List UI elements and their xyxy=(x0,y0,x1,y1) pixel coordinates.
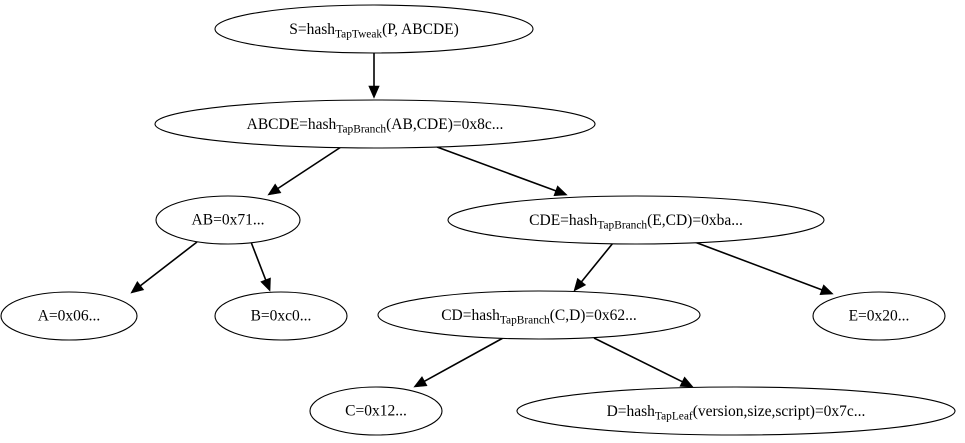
node-label-abcde: ABCDE=hashTapBranch(AB,CDE)=0x8c... xyxy=(247,116,504,135)
node-a[interactable]: A=0x06... xyxy=(0,291,138,341)
edge-line xyxy=(579,242,614,284)
node-abcde[interactable]: ABCDE=hashTapBranch(AB,CDE)=0x8c... xyxy=(154,99,596,149)
node-label-ab: AB=0x71... xyxy=(192,212,265,229)
edge-line xyxy=(250,241,268,282)
edge-arrowhead-icon xyxy=(553,185,568,197)
node-d[interactable]: D=hashTapLeaf(version,size,script)=0x7c.… xyxy=(516,386,956,436)
edge-arrowhead-icon xyxy=(260,277,271,292)
node-label-cd: CD=hashTapBranch(C,D)=0x62... xyxy=(441,307,637,326)
node-label-b: B=0xc0... xyxy=(251,308,312,325)
edge-cd-to-d xyxy=(593,337,694,388)
edge-arrowhead-icon xyxy=(413,376,428,388)
edge-cde-to-cd xyxy=(573,242,614,292)
node-ellipse-d xyxy=(516,386,956,436)
edge-line xyxy=(593,337,685,384)
edge-line xyxy=(691,240,824,292)
edge-line xyxy=(275,146,342,191)
edge-arrowhead-icon xyxy=(819,284,834,295)
node-ellipse-c xyxy=(309,386,443,436)
edge-cd-to-c xyxy=(413,337,504,388)
node-c[interactable]: C=0x12... xyxy=(309,386,443,436)
edge-arrowhead-icon xyxy=(573,277,587,292)
node-ab[interactable]: AB=0x71... xyxy=(155,195,301,245)
edge-ab-to-a xyxy=(130,241,198,294)
node-ellipse-abcde xyxy=(154,99,596,149)
edge-line xyxy=(436,146,558,193)
edge-line xyxy=(422,337,504,383)
node-s[interactable]: S=hashTapTweak(P, ABCDE) xyxy=(214,4,534,54)
node-ellipse-e xyxy=(812,291,946,341)
node-ellipse-cde xyxy=(447,195,825,245)
node-ellipse-b xyxy=(214,291,348,341)
edge-s-to-abcde xyxy=(368,53,380,99)
node-label-c: C=0x12... xyxy=(345,403,407,420)
edges-layer xyxy=(130,53,834,388)
edge-ab-to-b xyxy=(250,241,271,292)
node-ellipse-s xyxy=(214,4,534,54)
node-ellipse-cd xyxy=(377,290,701,340)
edge-arrowhead-icon xyxy=(267,183,282,196)
node-label-cde: CDE=hashTapBranch(E,CD)=0xba... xyxy=(529,212,743,231)
edge-line xyxy=(138,241,198,288)
node-label-a: A=0x06... xyxy=(38,308,101,325)
edge-abcde-to-ab xyxy=(267,146,342,196)
node-e[interactable]: E=0x20... xyxy=(812,291,946,341)
edge-arrowhead-icon xyxy=(130,281,145,294)
node-label-d: D=hashTapLeaf(version,size,script)=0x7c.… xyxy=(607,403,866,422)
edge-cde-to-e xyxy=(691,240,834,295)
node-label-e: E=0x20... xyxy=(849,308,910,325)
edge-arrowhead-icon xyxy=(368,85,380,99)
nodes-layer: S=hashTapTweak(P, ABCDE) ABCDE=hashTapBra… xyxy=(0,4,956,436)
node-ellipse-a xyxy=(0,291,138,341)
edge-abcde-to-cde xyxy=(436,146,568,197)
node-cd[interactable]: CD=hashTapBranch(C,D)=0x62... xyxy=(377,290,701,340)
node-cde[interactable]: CDE=hashTapBranch(E,CD)=0xba... xyxy=(447,195,825,245)
node-label-s: S=hashTapTweak(P, ABCDE) xyxy=(289,21,459,40)
node-b[interactable]: B=0xc0... xyxy=(214,291,348,341)
edge-arrowhead-icon xyxy=(679,376,694,388)
node-ellipse-ab xyxy=(155,195,301,245)
